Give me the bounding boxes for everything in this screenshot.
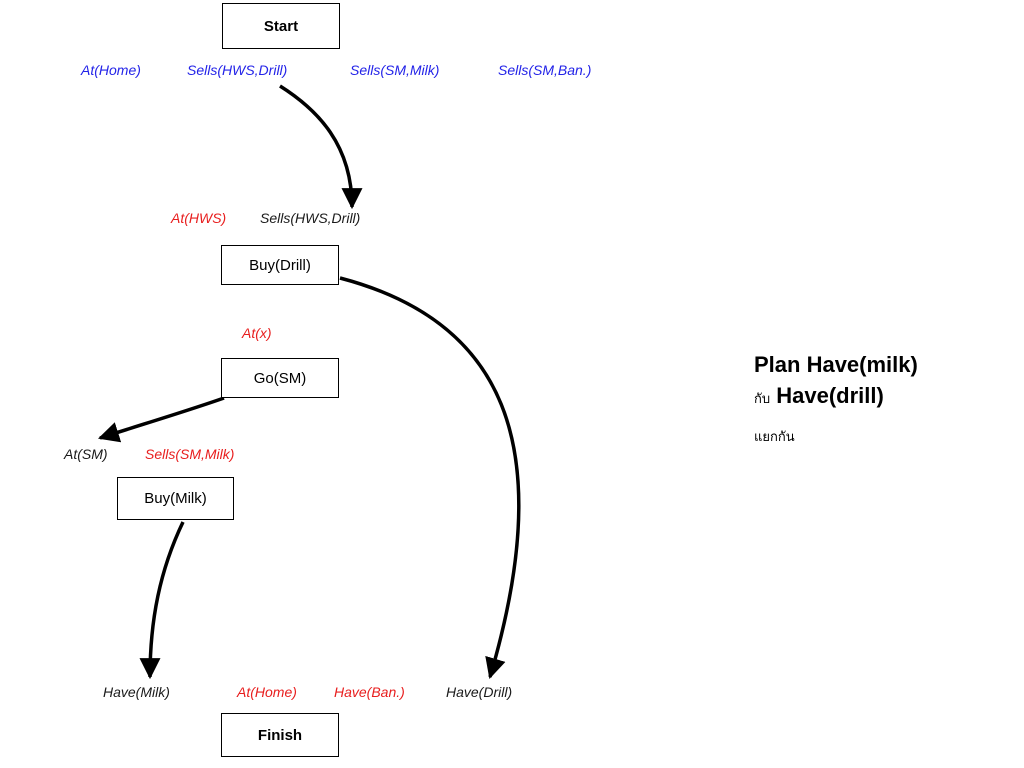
buy-milk-box: Buy(Milk)	[117, 477, 234, 520]
finish-precond-at-home: At(Home)	[237, 684, 297, 700]
finish-precond-have-ban: Have(Ban.)	[334, 684, 405, 700]
buy-drill-box: Buy(Drill)	[221, 245, 339, 285]
finish-box: Finish	[221, 713, 339, 757]
finish-precond-have-drill: Have(Drill)	[446, 684, 513, 700]
side-note-line2-prefix: กับ	[754, 391, 771, 406]
edge-buy-drill-to-finish	[339, 276, 521, 680]
precond-sells-hws-drill: Sells(HWS,Drill)	[260, 210, 361, 226]
precond-at-x: At(x)	[242, 325, 272, 341]
edge-buy-milk-to-finish	[139, 521, 185, 680]
precond-at-sm: At(SM)	[64, 446, 108, 462]
start-effect-sells-hws-drill: Sells(HWS,Drill)	[187, 62, 288, 78]
go-sm-box: Go(SM)	[221, 358, 339, 398]
finish-precond-have-milk: Have(Milk)	[103, 684, 170, 700]
start-effect-at-home: At(Home)	[81, 62, 141, 78]
edge-start-to-buy-drill	[279, 84, 363, 210]
side-note-line3: แยกกัน	[754, 429, 795, 444]
edge-go-sm-to-buy-milk	[97, 396, 225, 443]
precond-at-hws: At(HWS)	[171, 210, 227, 226]
side-note-line2: กับ Have(drill)	[754, 383, 884, 409]
start-effect-sells-sm-ban: Sells(SM,Ban.)	[498, 62, 592, 78]
side-note-line2-main: Have(drill)	[776, 383, 884, 408]
start-box: Start	[222, 3, 340, 49]
start-effect-sells-sm-milk: Sells(SM,Milk)	[350, 62, 440, 78]
side-note-line1: Plan Have(milk)	[754, 352, 918, 377]
precond-sells-sm-milk: Sells(SM,Milk)	[145, 446, 235, 462]
